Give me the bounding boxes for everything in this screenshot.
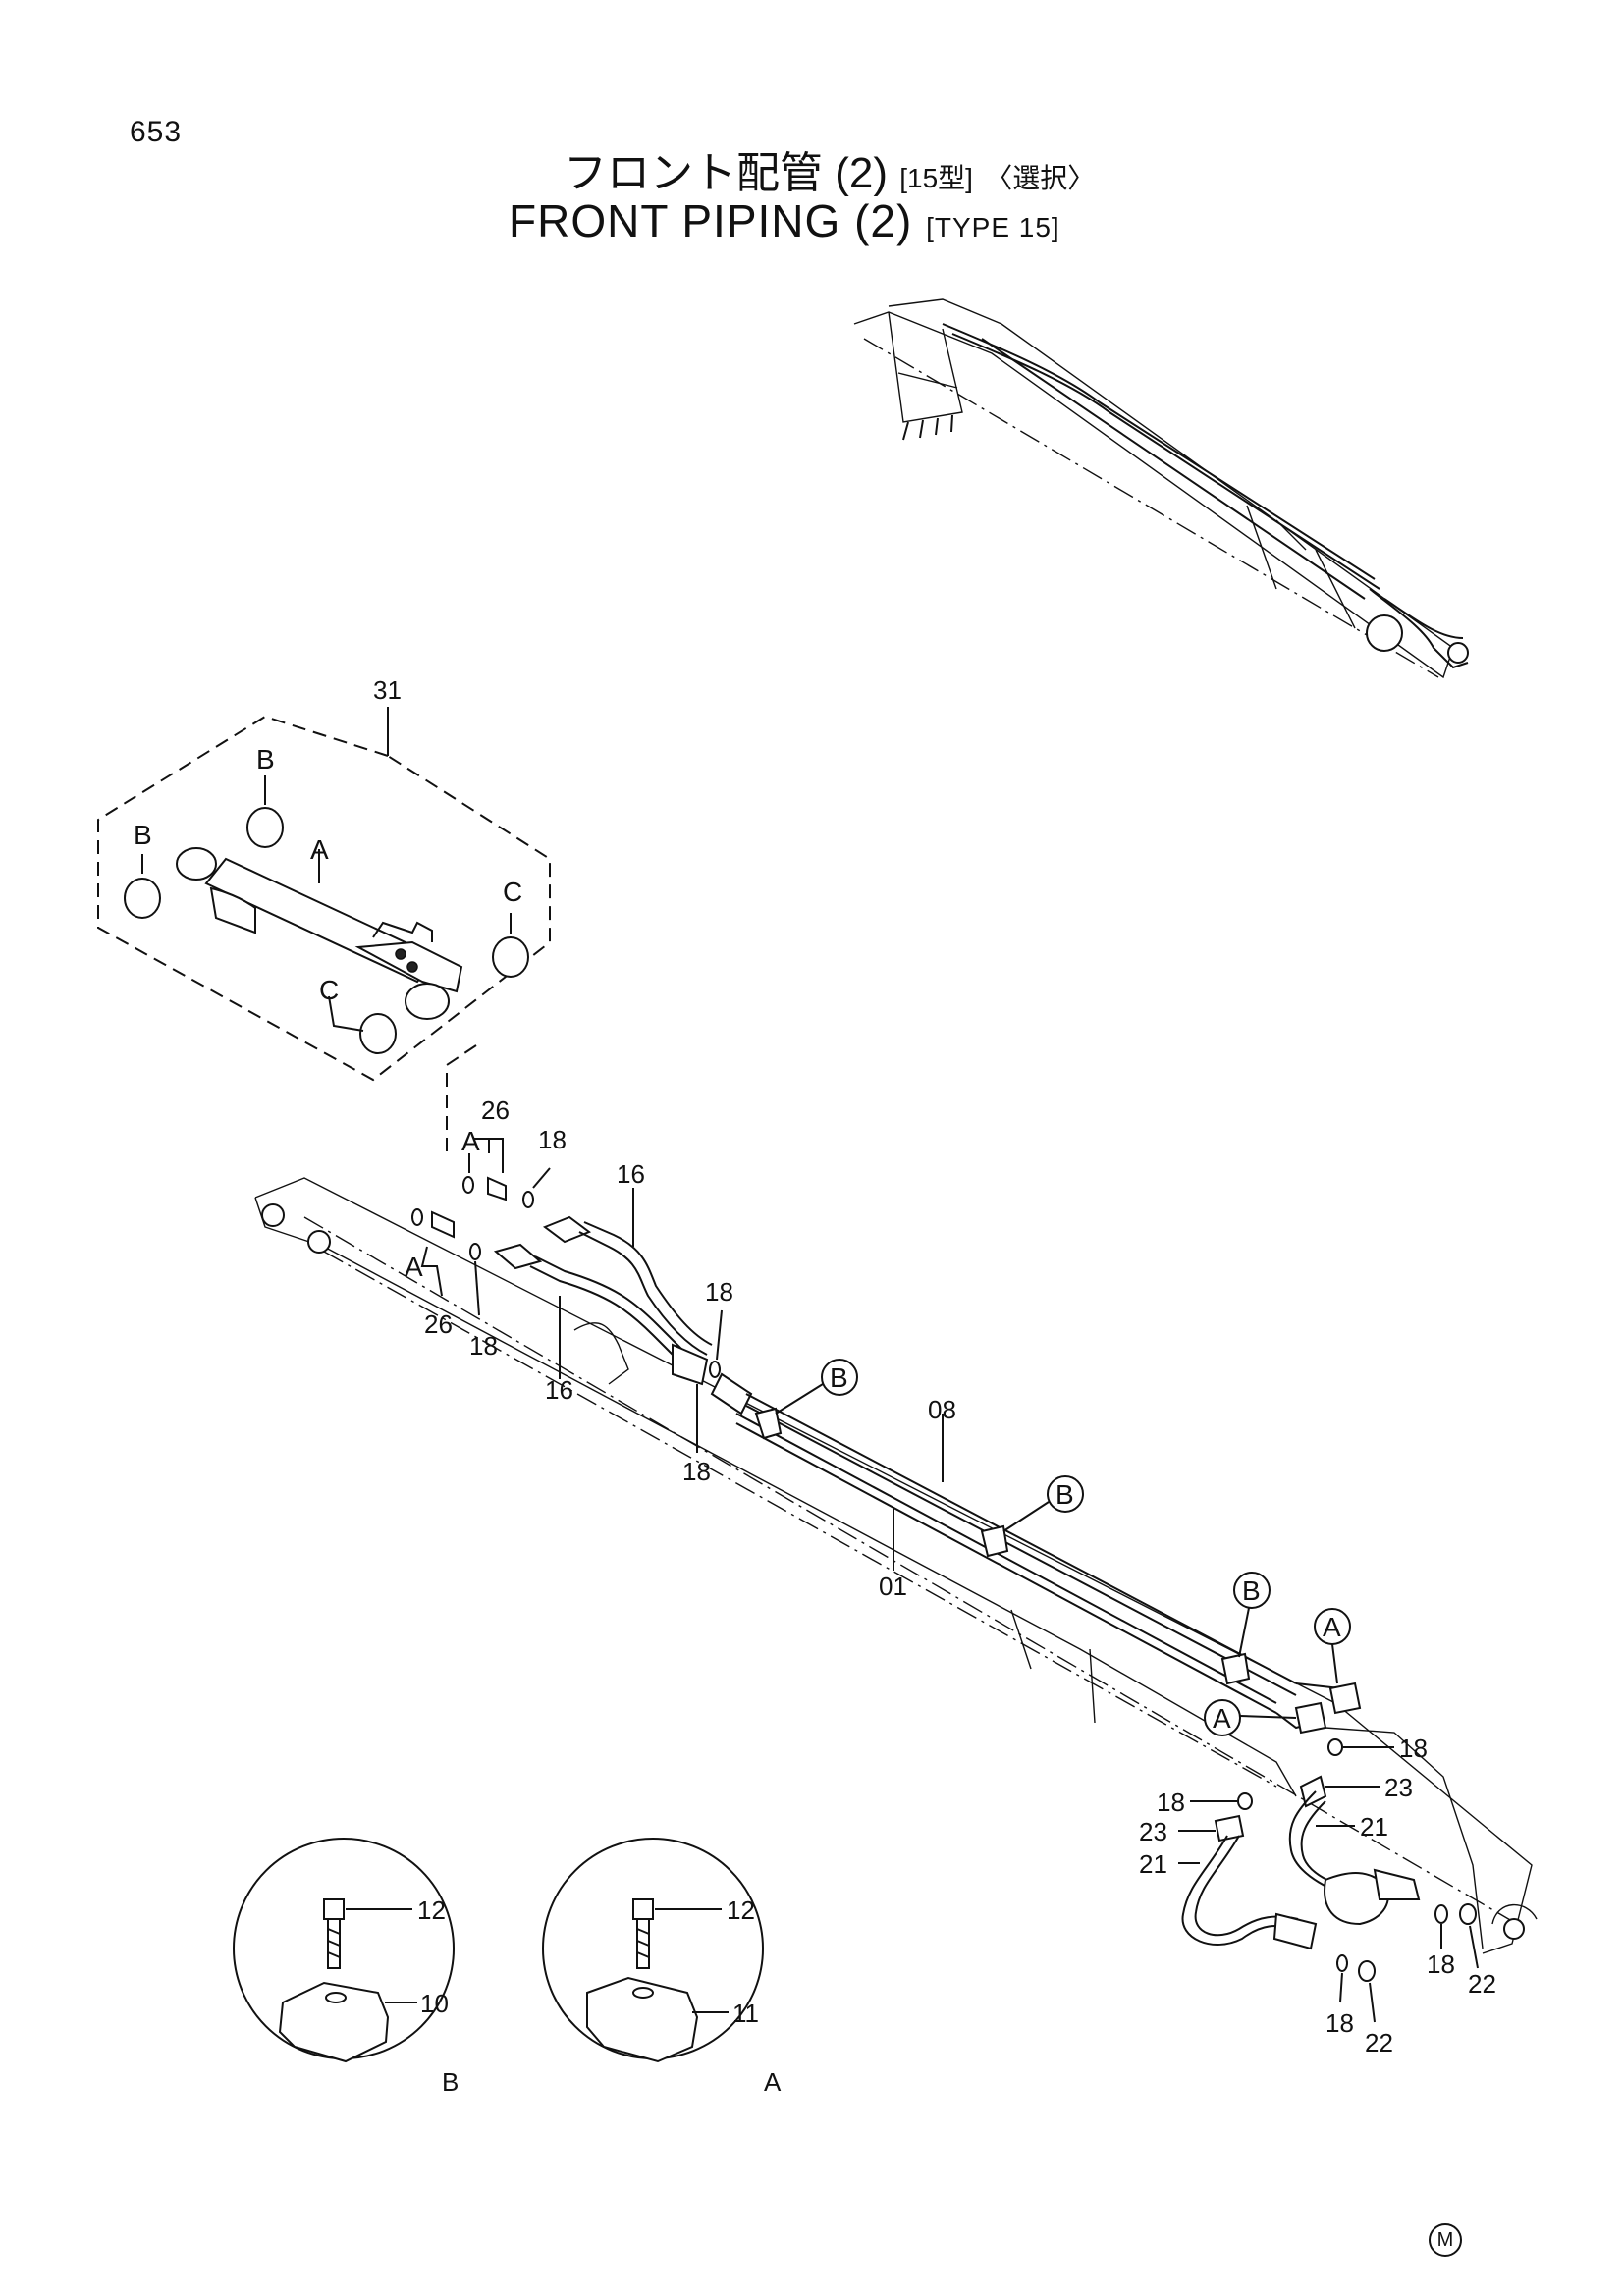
label-23-r: 23 bbox=[1384, 1773, 1413, 1802]
label-18-join-upper: 18 bbox=[705, 1277, 733, 1307]
ref-b-left: B bbox=[134, 820, 152, 850]
label-21-l: 21 bbox=[1139, 1849, 1167, 1879]
title-english: FRONT PIPING (2) [TYPE 15] bbox=[509, 194, 1060, 247]
label-18-r1: 18 bbox=[1399, 1734, 1428, 1763]
label-12-a: 12 bbox=[727, 1896, 755, 1925]
label-23-l: 23 bbox=[1139, 1817, 1167, 1846]
label-21-r: 21 bbox=[1360, 1812, 1388, 1842]
connector-dash bbox=[446, 1044, 477, 1158]
callout-a-2: A bbox=[1213, 1703, 1231, 1734]
left-fittings: A 26 18 bbox=[405, 1208, 498, 1361]
label-31: 31 bbox=[373, 675, 402, 705]
bushing-b1 bbox=[246, 807, 284, 848]
ref-a-cylinder: A bbox=[310, 834, 329, 865]
label-26-upper: 26 bbox=[481, 1095, 510, 1125]
cylinder-rod-eye bbox=[176, 847, 217, 881]
end-hoses: 18 18 23 21 23 21 18 22 18 22 bbox=[1139, 1734, 1496, 2057]
label-01: 01 bbox=[879, 1572, 907, 1601]
bushing-c2 bbox=[359, 1013, 397, 1054]
label-22-r: 22 bbox=[1468, 1969, 1496, 1999]
callout-b-3: B bbox=[1242, 1575, 1261, 1606]
label-18-left: 18 bbox=[469, 1331, 498, 1361]
label-18-upper: 18 bbox=[538, 1125, 567, 1154]
detail-b: 12 10 B bbox=[233, 1838, 459, 2097]
detail-a-letter: A bbox=[764, 2067, 782, 2097]
bushing-c1 bbox=[492, 936, 529, 978]
title-en-main: FRONT PIPING (2) bbox=[509, 195, 913, 246]
bushing-b2 bbox=[124, 878, 161, 919]
label-18-join-lower: 18 bbox=[682, 1457, 711, 1486]
title-jp-option: 〈選択〉 bbox=[985, 163, 1096, 193]
title-jp-main: フロント配管 (2) bbox=[564, 149, 888, 197]
label-10: 10 bbox=[420, 1989, 449, 2018]
pipe-clamps bbox=[754, 1407, 1362, 1735]
ref-c-right: C bbox=[503, 877, 522, 907]
hoses-16: 16 16 bbox=[493, 1159, 713, 1405]
label-26-left: 26 bbox=[424, 1309, 453, 1339]
upper-fittings: 26 A 18 bbox=[461, 1095, 567, 1208]
cylinder-assembly-box: 31 B B A C C bbox=[97, 675, 551, 1082]
ref-b-top: B bbox=[256, 744, 275, 774]
clamp-callouts: B B B A A bbox=[775, 1359, 1351, 1736]
pipes: 08 01 bbox=[710, 1372, 1341, 1730]
ref-c-bottom: C bbox=[319, 975, 339, 1005]
label-18-r2: 18 bbox=[1157, 1788, 1185, 1817]
ref-a-left: A bbox=[405, 1252, 423, 1282]
label-08: 08 bbox=[928, 1395, 956, 1424]
hose-join-orings: 18 18 bbox=[682, 1277, 733, 1486]
label-16-lower: 16 bbox=[545, 1375, 573, 1405]
label-16-upper: 16 bbox=[617, 1159, 645, 1189]
label-18-b: 18 bbox=[1325, 2008, 1354, 2038]
overview-arm-illustration bbox=[853, 298, 1469, 679]
cylinder-bottom-eye bbox=[405, 983, 450, 1020]
page-number: 653 bbox=[130, 116, 183, 148]
callout-b-1: B bbox=[830, 1362, 848, 1393]
label-18-r3: 18 bbox=[1427, 1949, 1455, 1979]
detail-b-letter: B bbox=[442, 2067, 459, 2097]
detail-a: 12 11 A bbox=[542, 1838, 782, 2097]
manufacturer-mark: M bbox=[1429, 2223, 1462, 2257]
callout-b-2: B bbox=[1055, 1479, 1074, 1510]
title-jp-type: [15型] bbox=[899, 163, 973, 193]
label-11: 11 bbox=[732, 1999, 759, 2028]
title-en-type: [TYPE 15] bbox=[926, 212, 1060, 242]
callout-a-1: A bbox=[1323, 1612, 1341, 1642]
label-12-b: 12 bbox=[417, 1896, 446, 1925]
ref-a-upper: A bbox=[461, 1126, 480, 1156]
label-22-b: 22 bbox=[1365, 2028, 1393, 2057]
arm-outline bbox=[254, 1177, 1538, 1954]
title-japanese: フロント配管 (2) [15型] 〈選択〉 bbox=[564, 137, 1095, 200]
